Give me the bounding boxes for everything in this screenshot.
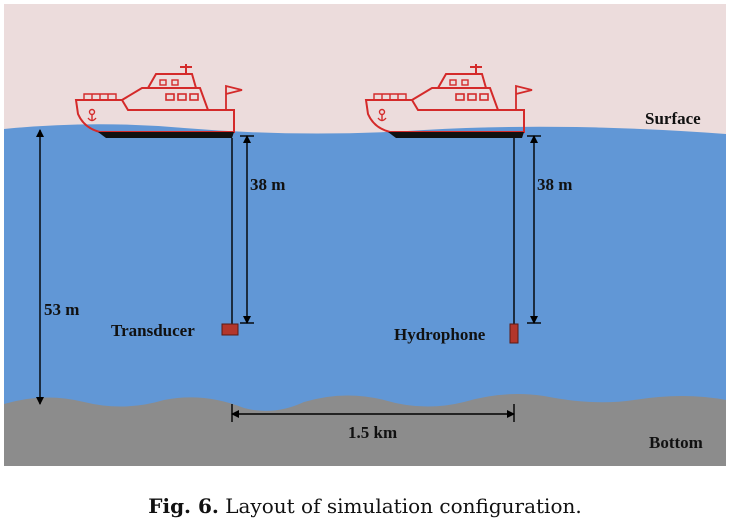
distance-label: 1.5 km xyxy=(348,423,397,442)
hydrophone-device xyxy=(509,323,519,344)
caption-text: Layout of simulation configuration. xyxy=(225,494,582,518)
simulation-layout-figure: Surface Bottom 53 m 38 m 38 m 1.5 km Tra… xyxy=(4,4,726,466)
total-depth-label: 53 m xyxy=(44,300,79,319)
hydrophone-label: Hydrophone xyxy=(394,325,486,344)
figure-caption: Fig. 6. Layout of simulation configurati… xyxy=(0,494,730,518)
seabed-area xyxy=(4,394,726,466)
bottom-label: Bottom xyxy=(649,433,703,452)
diagram-canvas: Surface Bottom 53 m 38 m 38 m 1.5 km Tra… xyxy=(4,4,726,466)
transducer-depth-label: 38 m xyxy=(250,175,285,194)
sky-area xyxy=(4,4,726,144)
water-area xyxy=(4,124,726,414)
transducer-device xyxy=(221,323,239,336)
figure-number: Fig. 6. xyxy=(148,494,219,518)
surface-label: Surface xyxy=(645,109,701,128)
hydrophone-depth-label: 38 m xyxy=(537,175,572,194)
transducer-label: Transducer xyxy=(111,321,195,340)
